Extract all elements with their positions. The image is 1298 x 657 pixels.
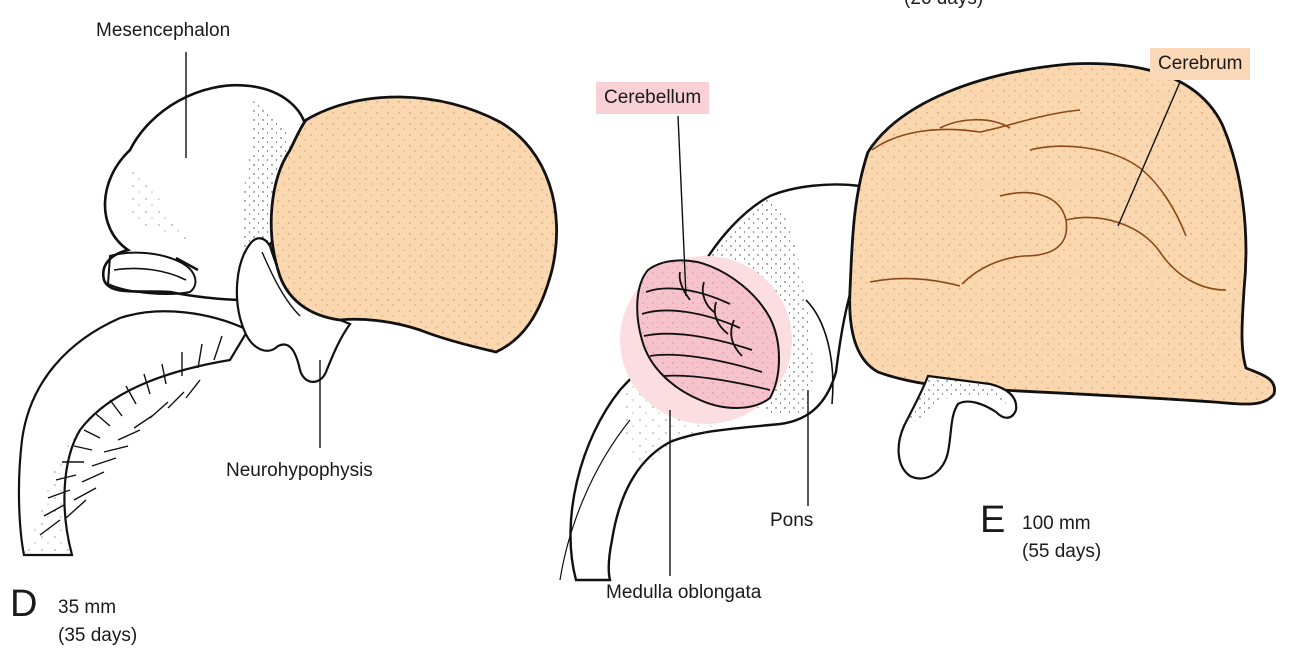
- label-cerebellum: Cerebellum: [596, 82, 709, 114]
- panel-d-drawing: [19, 85, 557, 555]
- panel-d-size: 35 mm: [58, 596, 116, 620]
- panel-d-letter: D: [10, 584, 37, 624]
- label-mesencephalon: Mesencephalon: [96, 20, 230, 42]
- panel-e-size: 100 mm: [1022, 512, 1091, 536]
- panel-e-letter: E: [980, 500, 1005, 540]
- panel-e-drawing: [560, 64, 1275, 581]
- label-neurohypophysis: Neurohypophysis: [226, 460, 373, 482]
- panel-e-age: (55 days): [1022, 540, 1101, 564]
- label-pons: Pons: [770, 510, 813, 532]
- label-cerebrum: Cerebrum: [1150, 48, 1250, 80]
- top-fragment-label: (26 days): [904, 0, 983, 10]
- panel-d-age: (35 days): [58, 624, 137, 648]
- label-medulla-oblongata: Medulla oblongata: [606, 582, 761, 604]
